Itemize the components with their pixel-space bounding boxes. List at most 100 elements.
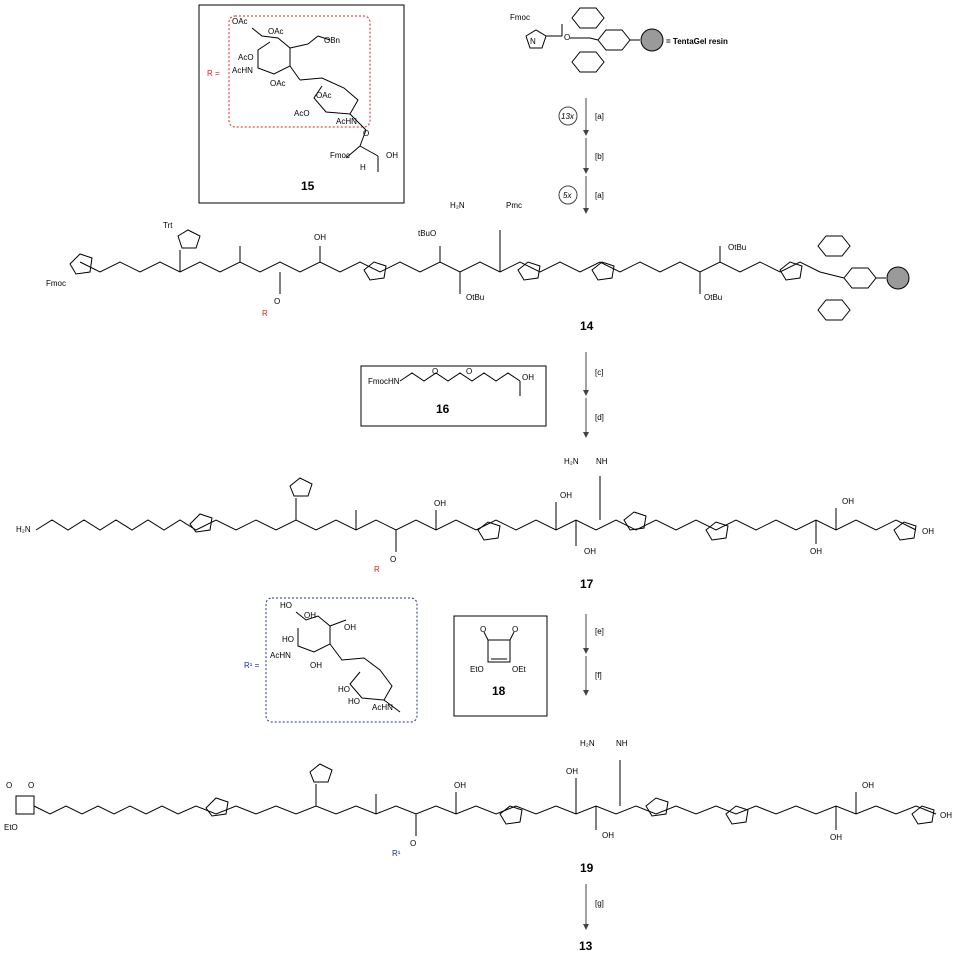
r1-label-19: R¹ (392, 849, 401, 858)
pmc-label: Pmc (506, 201, 522, 210)
ho-label-r1-4: HO (348, 697, 360, 706)
ho-label-r1-3: HO (338, 685, 350, 694)
ho-label-r1-2: HO (282, 635, 294, 644)
h2n-label-19-arg: H₂N (580, 739, 595, 748)
step-c: [c] (595, 368, 603, 377)
compound-18-label: 18 (492, 684, 506, 698)
compound-13-label: 13 (579, 939, 593, 953)
oh-label-17-asp: OH (560, 491, 572, 500)
nh-label-19-arg: NH (616, 739, 628, 748)
compound-17-label: 17 (580, 577, 594, 591)
o-label-resin: O (564, 33, 570, 42)
arrow-g: [g] (583, 884, 604, 930)
o-label-18-2: O (512, 625, 518, 634)
fmoc-pro-resin: Fmoc N O = TentaGel resin (510, 7, 728, 73)
o-label-15: O (363, 129, 369, 138)
o-label-19-thr: O (410, 839, 416, 848)
n-label-resin: N (530, 37, 536, 46)
repeat-13x: 13x (561, 112, 575, 121)
compound-17: H₂N O R OH OH OH H₂N NH OH OH OH 17 (16, 457, 934, 591)
arrows-top: 13x [a] [b] 5x [a] (558, 98, 604, 214)
h2n-label-17-arg: H₂N (564, 457, 579, 466)
o-label-16-1: O (432, 367, 438, 376)
oh-label-17-ser2: OH (810, 547, 822, 556)
oh-label-19-thr2: OH (862, 781, 874, 790)
step-b: [b] (595, 152, 604, 161)
step-g: [g] (595, 899, 604, 908)
compound-15-box: R = OAc OAc OBn AcO AcHN OAc OAc AcO AcH… (198, 4, 405, 204)
o-label-18-1: O (480, 625, 486, 634)
o-label-19-1: O (6, 781, 12, 790)
oh-label-15: OH (386, 151, 398, 160)
step-a-1: [a] (595, 112, 604, 121)
step-e: [e] (595, 627, 604, 636)
compound-14: Fmoc Trt O R OH tBuO OtBu H₂N Pmc OtBu O… (46, 201, 910, 333)
eto-label-18: EtO (470, 665, 484, 674)
r-label-17: R (374, 565, 380, 574)
otbu-label-14-b: OtBu (704, 293, 722, 302)
otbu-label-14-c: OtBu (728, 243, 746, 252)
obn-label: OBn (324, 36, 340, 45)
compound-16-box: FmocHN O O OH 16 (360, 365, 547, 427)
o-label-19-2: O (28, 781, 34, 790)
compound-19: O O EtO O R¹ OH OH OH H₂N NH OH OH OH 19 (4, 739, 952, 875)
otbu-label-14-a: OtBu (466, 293, 484, 302)
aco-label-1: AcO (238, 53, 254, 62)
fmoc-label-15: Fmoc (330, 151, 350, 160)
r-definition-label: R = (207, 69, 220, 78)
fmochn-label: FmocHN (368, 377, 400, 386)
oh-label-19-ser: OH (454, 781, 466, 790)
step-a-2: [a] (595, 191, 604, 200)
oac-label-3: OAc (270, 79, 286, 88)
compound-16-label: 16 (436, 402, 450, 416)
step-f: [f] (595, 671, 602, 680)
oh-label-19-thr: OH (602, 831, 614, 840)
o-label-14-thr: O (274, 297, 280, 306)
nh-label-15: H (360, 163, 366, 172)
compound-19-label: 19 (580, 861, 594, 875)
oet-label-18: OEt (512, 665, 527, 674)
oh-label-19-ser2: OH (830, 833, 842, 842)
ho-label-r1-1: HO (280, 601, 292, 610)
oac-label-2: OAc (268, 27, 284, 36)
oh-label-17-thr: OH (584, 547, 596, 556)
repeat-5x: 5x (563, 191, 572, 200)
trt-label: Trt (163, 221, 173, 230)
o-label-16-2: O (466, 367, 472, 376)
achn-label-2: AcHN (336, 117, 357, 126)
r1-definition-box: R¹ = OH HO OH HO AcHN OH HO HO AcHN (244, 597, 418, 723)
h2n-label-17: H₂N (16, 525, 31, 534)
o-label-17-thr: O (390, 555, 396, 564)
tbuo-label-14: tBuO (418, 229, 436, 238)
oh-label-19-asp: OH (566, 767, 578, 776)
resin-bead-icon-14 (886, 266, 910, 290)
compound-18-box: O O EtO OEt 18 (453, 615, 548, 717)
step-d: [d] (595, 413, 604, 422)
oh-label-r1-2: OH (310, 661, 322, 670)
achn-label-1: AcHN (232, 66, 253, 75)
fmoc-label-resin: Fmoc (510, 13, 530, 22)
fmoc-label-14: Fmoc (46, 279, 66, 288)
achn-label-r1-2: AcHN (372, 703, 393, 712)
r-label-14: R (262, 309, 268, 318)
oh-label-14: OH (314, 233, 326, 242)
oac-label-1: OAc (232, 17, 248, 26)
resin-bead-icon (640, 28, 664, 52)
oh-label-16: OH (522, 373, 534, 382)
r1-definition-label: R¹ = (244, 661, 260, 670)
h2n-label-14: H₂N (450, 201, 465, 210)
oh-label-19-end: OH (940, 811, 952, 820)
oh-label-17-ser: OH (434, 499, 446, 508)
resin-label: = TentaGel resin (666, 37, 728, 46)
compound-14-label: 14 (580, 319, 594, 333)
oac-label-4: OAc (316, 91, 332, 100)
oh-label-17-thr2: OH (842, 497, 854, 506)
arrows-ef: [e] [f] (583, 614, 604, 696)
achn-label-r1: AcHN (270, 651, 291, 660)
compound-15-label: 15 (301, 179, 315, 193)
r-dashed-box (228, 15, 371, 128)
oh-label-17-end: OH (922, 527, 934, 536)
eto-label-19: EtO (4, 823, 18, 832)
